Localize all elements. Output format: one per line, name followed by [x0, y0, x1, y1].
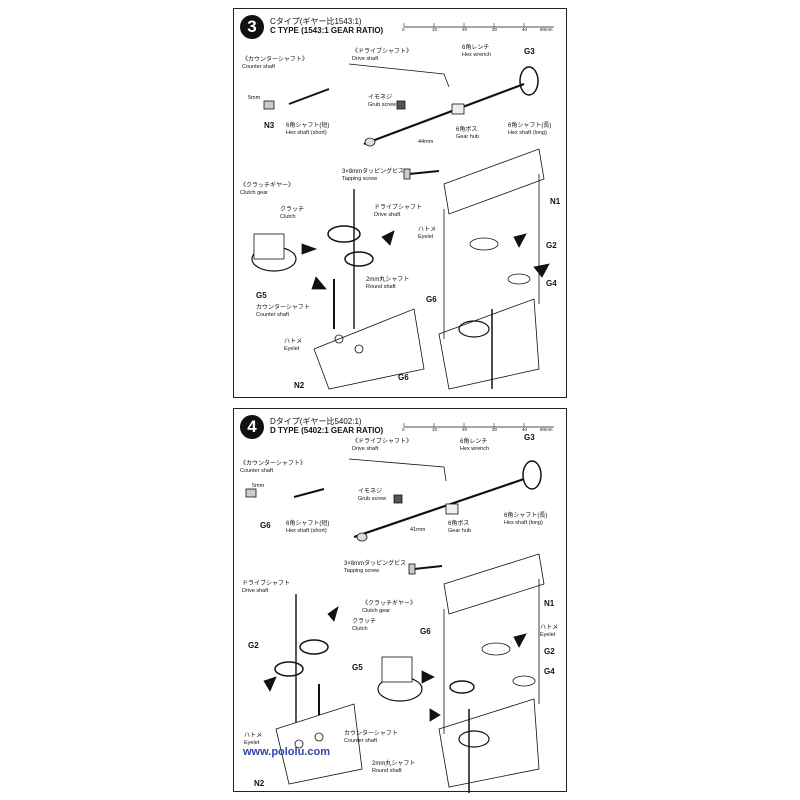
part-n1: N1 — [550, 197, 561, 206]
step-3-panel: 3 Cタイプ(ギヤー比1543:1) C TYPE (1543:1 GEAR R… — [233, 8, 567, 398]
ruler-tick: 40 — [522, 27, 528, 32]
part-g6-b: G6 — [398, 373, 409, 382]
ruler-tick: 40 — [522, 427, 528, 432]
ruler-tick: 30 — [492, 427, 498, 432]
part-g6-b: G6 — [420, 627, 431, 636]
part-g2: G2 — [546, 241, 557, 250]
part-n2: N2 — [294, 381, 305, 390]
label-drive-shaft: 《ドライブシャフト》Drive shaft — [352, 49, 413, 62]
part-g2-a: G2 — [248, 641, 259, 650]
step-4-illustration — [245, 423, 554, 793]
label-counter-shaft: 《カウンターシャフト》Counter shaft — [240, 461, 306, 474]
ruler: 0 10 20 30 40 50mm — [402, 17, 554, 35]
part-n1: N1 — [544, 599, 555, 608]
label-counter-shaft: 《カウンターシャフト》Counter shaft — [242, 57, 308, 70]
ruler-tick: 50mm — [540, 27, 553, 32]
part-g3: G3 — [524, 47, 535, 56]
part-g3: G3 — [524, 433, 535, 442]
part-g5: G5 — [352, 663, 363, 672]
ruler-tick: 20 — [462, 427, 468, 432]
label-clutch-gear: 《クラッチギヤー》Clutch gear — [240, 183, 295, 196]
ruler-tick: 50mm — [540, 427, 553, 432]
step-3-illustration — [251, 23, 554, 390]
part-g6-a: G6 — [260, 521, 271, 530]
ruler-tick: 30 — [492, 27, 498, 32]
label-hex-shaft-short: 6角シャフト(短)Hex shaft (short) — [286, 123, 330, 136]
dimension-41mm: 41mm — [410, 527, 426, 533]
label-hex-shaft-long: 6角シャフト(長)Hex shaft (long) — [504, 513, 548, 526]
part-n3: N3 — [264, 121, 275, 130]
part-n2: N2 — [254, 779, 265, 788]
ruler-tick: 0 — [402, 27, 405, 32]
part-g4: G4 — [546, 279, 557, 288]
step-title-jp: Dタイプ(ギヤー比5402:1) — [270, 417, 362, 426]
step-title-en: C TYPE (1543:1 GEAR RATIO) — [270, 26, 384, 35]
ruler-tick: 20 — [462, 27, 468, 32]
step-number: 3 — [240, 15, 264, 39]
dimension-5mm: 5mm — [248, 95, 261, 101]
ruler-tick: 10 — [432, 427, 438, 432]
site-url: www.pololu.com — [243, 746, 330, 758]
ruler-tick: 10 — [432, 27, 438, 32]
part-g5: G5 — [256, 291, 267, 300]
dimension-5mm: 5mm — [252, 483, 265, 489]
part-g4: G4 — [544, 667, 555, 676]
ruler-tick: 0 — [402, 427, 405, 432]
step-title-en: D TYPE (5402:1 GEAR RATIO) — [270, 426, 384, 435]
part-g2-b: G2 — [544, 647, 555, 656]
label-clutch-gear: 《クラッチギヤー》Clutch gear — [362, 601, 417, 614]
step-number: 4 — [240, 415, 264, 439]
ruler: 0 10 20 30 40 50mm — [402, 417, 554, 435]
part-g6-a: G6 — [426, 295, 437, 304]
label-drive-shaft: 《ドライブシャフト》Drive shaft — [352, 439, 413, 452]
step-title-jp: Cタイプ(ギヤー比1543:1) — [270, 17, 362, 26]
dimension-44mm: 44mm — [418, 139, 434, 145]
label-hex-shaft-long: 6角シャフト(長)Hex shaft (long) — [508, 123, 552, 136]
step-4-panel: 4 Dタイプ(ギヤー比5402:1) D TYPE (5402:1 GEAR R… — [233, 408, 567, 793]
label-hex-shaft-short: 6角シャフト(短)Hex shaft (short) — [286, 521, 330, 534]
